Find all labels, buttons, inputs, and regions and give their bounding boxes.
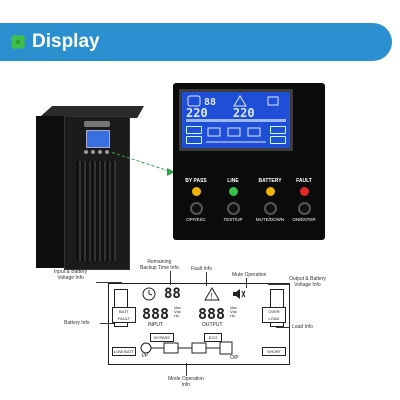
svg-text:88: 88: [204, 97, 216, 108]
ups-mini-screen: [86, 130, 110, 148]
line-led: [228, 187, 238, 196]
mute-speaker-icon: [233, 289, 246, 299]
mute-down-key[interactable]: [263, 202, 277, 215]
lcd-load-bar: [270, 136, 286, 144]
output-digits: 888: [198, 305, 226, 323]
over-load-label: OVER LOAD: [262, 307, 286, 323]
indicator-battery: BATTERY: [253, 178, 287, 196]
leader-line: [206, 272, 207, 286]
section-title: Display: [32, 31, 100, 52]
output-label: OUTPUT: [202, 322, 223, 328]
control-panel: 88 220 220 BY PASS LINE BATTERY FAULT: [173, 83, 325, 240]
input-units: Vac Vdc Hz: [174, 305, 181, 318]
lcd-segment-diagram: BATT FAULT LOW BATT OVER LOAD SHORT 88 !…: [108, 283, 290, 365]
op-label: O/P: [230, 355, 239, 361]
callout-fault: Fault Info: [191, 266, 212, 272]
indicator-line: LINE: [216, 178, 250, 196]
fault-warning-icon: !: [204, 287, 220, 301]
on-enter-button[interactable]: ON/ENTER: [287, 188, 321, 222]
ups-top: [38, 106, 144, 118]
clock-icon: [142, 287, 156, 301]
bypass-label: BYPASS: [150, 333, 174, 342]
callout-mode: Mode Operation Info: [168, 376, 204, 388]
indicator-bypass: BY PASS: [179, 178, 213, 196]
off-esc-button[interactable]: OFF/ESC: [179, 188, 213, 222]
callout-output-battery: Output & Battery Voltage Info: [289, 276, 326, 288]
leader-line: [268, 284, 290, 285]
leader-line: [186, 363, 187, 376]
test-up-button[interactable]: TEST/UP: [216, 188, 250, 222]
ups-logo: [84, 121, 110, 127]
leader-line: [100, 323, 114, 324]
ups-side: [36, 116, 66, 268]
battery-led: [265, 187, 275, 196]
lcd-top-icons: 88: [187, 95, 279, 108]
pointer-arrow-icon: [167, 168, 175, 176]
ups-vent-grille: [76, 161, 116, 261]
mode-flow-icons: [140, 341, 233, 355]
low-batt-label: LOW BATT: [112, 347, 136, 356]
callout-input-battery: Input & Battery Voltage Info: [54, 269, 88, 281]
lcd-screen: 88 220 220: [179, 89, 293, 151]
lcd-flow-icons: [206, 127, 266, 143]
input-digits: 888: [142, 305, 170, 323]
lcd-load-bar: [270, 126, 286, 134]
eco-label: ECO: [204, 333, 222, 342]
test-up-key[interactable]: [226, 202, 240, 215]
lcd-output-value: 220: [232, 106, 255, 120]
lcd-input-value: 220: [186, 106, 208, 120]
callout-load-info: Load Info: [292, 324, 313, 330]
batt-fault-label: BATT FAULT: [112, 307, 136, 323]
svg-text:!: !: [211, 292, 213, 301]
mute-down-button[interactable]: MUTE/DOWN: [253, 188, 287, 222]
short-label: SHORT: [262, 347, 286, 356]
input-label: INPUT: [148, 322, 163, 328]
ip-label: I/P: [142, 353, 149, 359]
off-esc-key[interactable]: [189, 202, 203, 215]
clover-icon: [11, 35, 25, 49]
callout-battery-info: Battery Info: [64, 320, 90, 326]
bypass-led: [191, 187, 201, 196]
remaining-digits: 88: [164, 286, 181, 302]
ups-tower-image: [32, 106, 144, 270]
on-enter-key[interactable]: [297, 202, 311, 215]
ups-mini-buttons: [84, 150, 112, 154]
leader-line: [96, 282, 122, 283]
fault-led: [299, 187, 309, 196]
lcd-battery-bar: [186, 126, 202, 134]
indicator-fault: FAULT: [287, 178, 321, 196]
diagram-frame: [108, 283, 290, 365]
leader-line: [276, 327, 290, 328]
leader-line: [170, 271, 171, 285]
lcd-strip: [186, 119, 286, 122]
section-header: Display: [0, 23, 392, 61]
output-units: Vac Vdc Hz: [230, 305, 237, 318]
callout-mute: Mute Operation: [232, 272, 267, 278]
lcd-battery-bar: [186, 136, 202, 144]
callout-remaining: Remaining Backup Time Info: [140, 259, 179, 271]
